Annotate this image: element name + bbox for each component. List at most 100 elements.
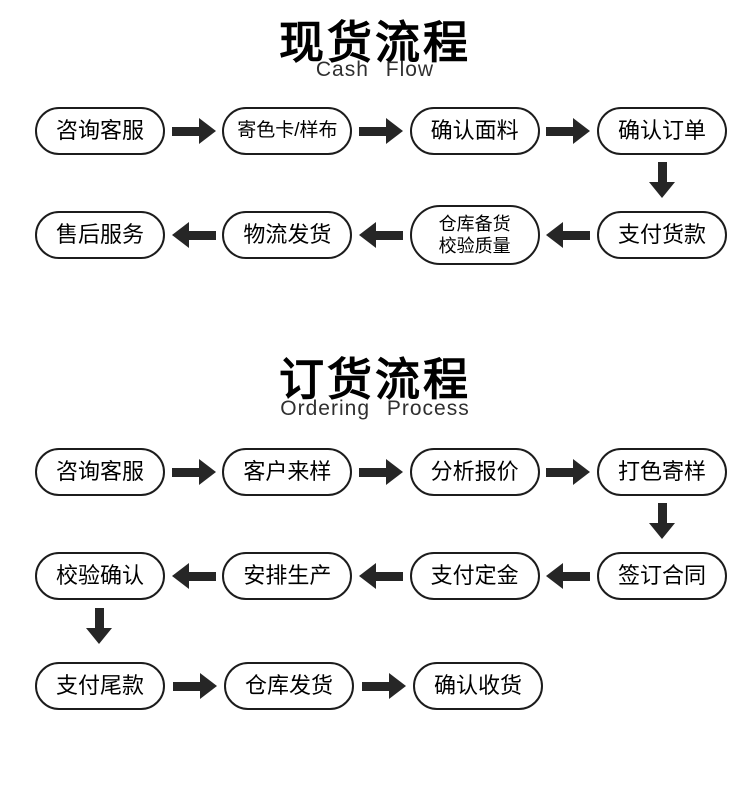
arrow-right-icon [546, 118, 591, 144]
node-confirm-receipt: 确认收货 [413, 662, 543, 710]
arrow-head [199, 673, 217, 699]
arrow-shaft [375, 571, 403, 581]
node-confirm-order: 确认订单 [596, 107, 727, 155]
arrow-head [649, 523, 675, 539]
arrow-head [358, 222, 376, 248]
node-pay-balance: 支付尾款 [35, 662, 165, 710]
arrow-shaft [546, 467, 574, 477]
node-consult-service-2: 咨询客服 [35, 448, 165, 496]
arrow-shaft [172, 681, 200, 691]
arrow-shaft [546, 126, 574, 136]
arrow-down-icon [86, 608, 112, 644]
node-label: 校验确认 [55, 563, 144, 589]
arrow-gap [165, 563, 222, 589]
arrow-shaft [358, 126, 386, 136]
node-label: 签订合同 [617, 563, 706, 589]
node-label: 售后服务 [55, 222, 144, 248]
node-label: 打色寄样 [617, 459, 706, 485]
node-pay-deposit: 支付定金 [409, 552, 540, 600]
node-analyze-quote: 分析报价 [409, 448, 540, 496]
arrow-gap [354, 673, 413, 699]
arrow-left-icon [358, 563, 403, 589]
node-label: 支付定金 [430, 563, 519, 589]
node-warehouse-stock-quality-check: 仓库备货 校验质量 [409, 205, 540, 265]
arrow-shaft [563, 230, 591, 240]
arrow-head [198, 118, 216, 144]
arrow-head [86, 628, 112, 644]
arrow-shaft [375, 230, 403, 240]
node-label: 客户来样 [243, 459, 332, 485]
arrow-left-icon [546, 563, 591, 589]
node-label: 支付尾款 [55, 673, 144, 699]
node-pay-for-goods: 支付货款 [596, 211, 727, 259]
node-verify-confirm: 校验确认 [35, 552, 165, 600]
arrow-right-icon [171, 459, 216, 485]
node-label: 分析报价 [430, 459, 519, 485]
arrow-down-icon [649, 162, 675, 198]
arrow-head [573, 459, 591, 485]
arrow-head [385, 118, 403, 144]
arrow-left-icon [171, 222, 216, 248]
arrow-shaft [563, 571, 591, 581]
node-logistics-shipping: 物流发货 [222, 211, 353, 259]
arrow-right-icon [546, 459, 591, 485]
node-after-sales-service: 售后服务 [35, 211, 165, 259]
arrow-left-icon [546, 222, 591, 248]
ordering-row-2: 校验确认 安排生产 支付定金 签订合同 [35, 552, 727, 600]
arrow-head [358, 563, 376, 589]
node-label: 确认收货 [433, 673, 522, 699]
arrow-gap [540, 459, 597, 485]
node-arrange-production: 安排生产 [222, 552, 353, 600]
arrow-gap [165, 118, 222, 144]
arrow-head [546, 563, 564, 589]
node-label: 安排生产 [243, 563, 332, 589]
ordering-process-subtitle: Ordering Process [280, 397, 470, 420]
node-send-color-card: 寄色卡/样布 [222, 107, 353, 155]
node-label: 物流发货 [243, 222, 332, 248]
arrow-shaft [188, 571, 216, 581]
arrow-right-icon [361, 673, 406, 699]
arrow-left-icon [358, 222, 403, 248]
arrow-gap [165, 459, 222, 485]
node-label: 仓库备货 [438, 213, 511, 234]
arrow-down-icon [649, 503, 675, 539]
arrow-gap [540, 563, 597, 589]
node-label: 校验质量 [438, 236, 511, 256]
node-label: 寄色卡/样布 [237, 120, 338, 142]
arrow-right-icon [358, 459, 403, 485]
node-confirm-fabric: 确认面料 [409, 107, 540, 155]
arrow-head [198, 459, 216, 485]
arrow-head [546, 222, 564, 248]
arrow-head [573, 118, 591, 144]
node-label: 仓库发货 [244, 673, 333, 699]
arrow-shaft [358, 467, 386, 477]
arrow-shaft [657, 503, 667, 523]
arrow-shaft [171, 126, 199, 136]
arrow-right-icon [171, 118, 216, 144]
arrow-head [649, 182, 675, 198]
ordering-row-3: 支付尾款 仓库发货 确认收货 [35, 662, 543, 710]
ordering-process-title: 订货流程 [278, 354, 471, 405]
node-consult-service: 咨询客服 [35, 107, 165, 155]
arrow-gap [540, 118, 597, 144]
cash-flow-row-1: 咨询客服 寄色卡/样布 确认面料 确认订单 [35, 107, 727, 155]
arrow-gap [352, 459, 409, 485]
arrow-shaft [171, 467, 199, 477]
arrow-shaft [94, 608, 104, 628]
arrow-gap [540, 222, 597, 248]
arrow-head [388, 673, 406, 699]
node-label: 咨询客服 [55, 118, 144, 144]
arrow-head [385, 459, 403, 485]
ordering-row-1: 咨询客服 客户来样 分析报价 打色寄样 [35, 448, 727, 496]
node-label: 确认订单 [617, 118, 706, 144]
cash-flow-row-2: 售后服务 物流发货 仓库备货 校验质量 支付货款 [35, 205, 727, 265]
arrow-head [171, 222, 189, 248]
arrow-head [171, 563, 189, 589]
node-customer-sample: 客户来样 [222, 448, 353, 496]
cash-flow-title: 现货流程 [278, 17, 471, 68]
node-sign-contract: 签订合同 [596, 552, 727, 600]
node-label: 咨询客服 [55, 459, 144, 485]
arrow-right-icon [172, 673, 217, 699]
arrow-shaft [361, 681, 389, 691]
